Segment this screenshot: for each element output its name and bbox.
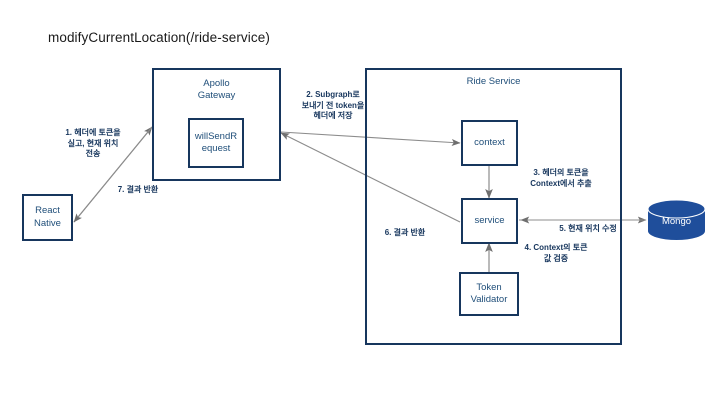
react-native-node[interactable]: React Native [22,194,73,241]
will-send-request-node[interactable]: willSendR equest [188,118,244,168]
edge-label-step6: 6. 결과 반환 [384,228,426,237]
mongo-database-shape [647,199,706,240]
edge-label-step1: 1. 헤더에 토큰을 실고, 현재 위치 전송 [65,128,121,159]
edge-service-to-gateway [280,132,461,223]
edge-label-step2: 2. Subgraph로 보내기 전 token을 헤더에 저장 [301,90,365,121]
page-title: modifyCurrentLocation(/ride-service) [48,30,270,45]
apollo-gateway-title: Apollo Gateway [197,78,236,102]
edge-label-step3: 3. 헤더의 토큰을 Context에서 추출 [530,168,592,188]
service-node[interactable]: service [461,198,518,244]
apollo-gateway-container[interactable] [152,68,281,181]
context-node[interactable]: context [461,120,518,166]
token-validator-node[interactable]: Token Validator [459,272,519,316]
mongo-node[interactable]: Mongo [648,200,705,240]
mongo-node-label: Mongo [661,216,692,227]
edge-label-step7: 7. 결과 반환 [117,185,159,194]
edge-label-step5: 5. 현재 위치 수정 [559,224,617,233]
edge-gateway-to-react [73,126,153,223]
edge-label-step4: 4. Context의 토큰 값 검증 [524,243,588,263]
ride-service-container[interactable] [365,68,622,345]
edge-gateway-to-context [280,131,461,147]
ride-service-title: Ride Service [466,76,521,87]
